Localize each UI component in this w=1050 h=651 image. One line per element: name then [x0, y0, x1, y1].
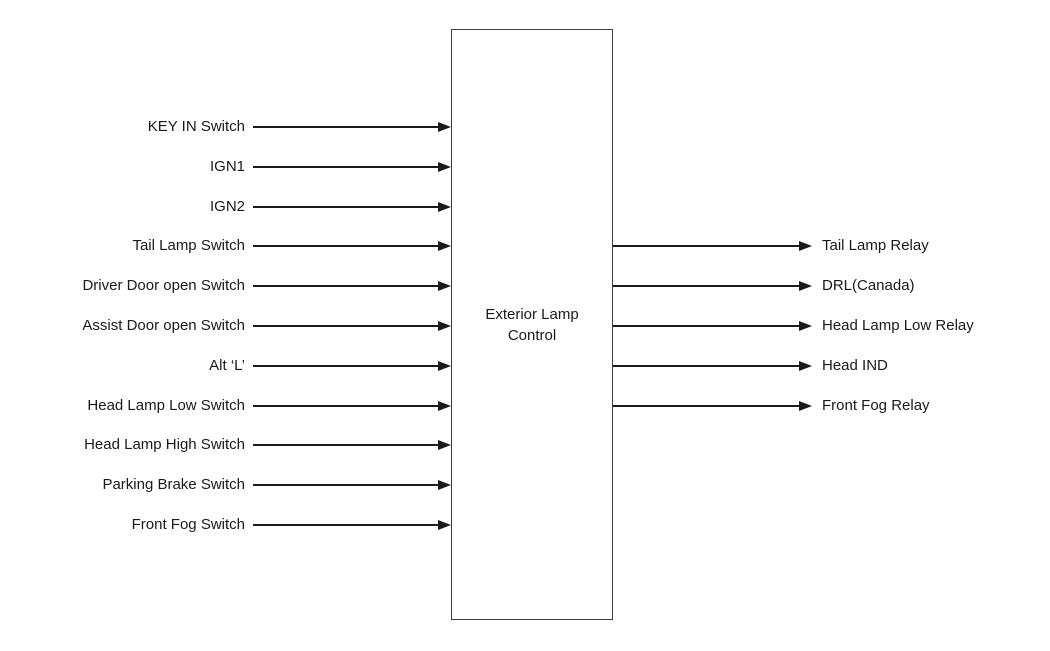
input-arrow-line: [253, 165, 438, 168]
control-block-label: Exterior Lamp Control: [485, 305, 579, 344]
input-arrow-line: [253, 444, 438, 447]
output-arrow-line: [613, 245, 799, 248]
output-arrowhead: [799, 360, 812, 371]
input-arrowhead: [438, 241, 451, 252]
output-arrowhead: [799, 400, 812, 411]
input-signal-label: Tail Lamp Switch: [132, 237, 245, 255]
output-arrowhead: [799, 241, 812, 252]
output-signal-label: Front Fog Relay: [822, 396, 930, 414]
input-arrow-line: [253, 364, 438, 367]
input-signal-label: Assist Door open Switch: [82, 317, 245, 334]
input-arrowhead: [438, 201, 451, 212]
input-arrowhead: [438, 161, 451, 172]
input-arrow-line: [253, 524, 438, 526]
output-arrowhead: [799, 281, 812, 292]
input-arrowhead: [438, 122, 451, 132]
output-arrowhead: [799, 321, 812, 331]
input-arrowhead: [438, 321, 451, 331]
output-arrow-line: [613, 285, 799, 288]
input-arrow-line: [253, 205, 438, 208]
output-arrow-line: [613, 325, 799, 327]
control-block: Exterior Lamp Control: [451, 29, 613, 620]
input-arrowhead: [438, 281, 451, 292]
input-arrowhead: [438, 440, 451, 451]
input-signal-label: Alt ‘L’: [209, 356, 245, 374]
input-arrow-line: [253, 404, 438, 407]
output-signal-label: Tail Lamp Relay: [822, 237, 929, 255]
input-signal-label: IGN1: [209, 157, 245, 175]
input-signal-label: IGN2: [209, 197, 245, 215]
input-signal-label: Parking Brake Switch: [102, 476, 245, 494]
input-arrowhead: [438, 400, 451, 411]
input-signal-label: Driver Door open Switch: [82, 277, 245, 295]
output-arrow-line: [613, 364, 799, 367]
input-signal-label: KEY IN Switch: [147, 118, 245, 135]
output-signal-label: Head IND: [822, 356, 888, 374]
output-arrow-line: [613, 404, 799, 407]
input-arrow-line: [253, 126, 438, 128]
input-signal-label: Front Fog Switch: [131, 516, 245, 533]
input-arrow-line: [253, 245, 438, 248]
input-arrowhead: [438, 520, 451, 530]
output-signal-label: Head Lamp Low Relay: [822, 317, 974, 334]
input-arrow-line: [253, 484, 438, 487]
output-signal-label: DRL(Canada): [822, 277, 915, 295]
input-arrowhead: [438, 480, 451, 491]
input-signal-label: Head Lamp Low Switch: [87, 396, 245, 414]
input-arrowhead: [438, 360, 451, 371]
input-arrow-line: [253, 325, 438, 327]
input-signal-label: Head Lamp High Switch: [84, 436, 245, 454]
input-arrow-line: [253, 285, 438, 288]
